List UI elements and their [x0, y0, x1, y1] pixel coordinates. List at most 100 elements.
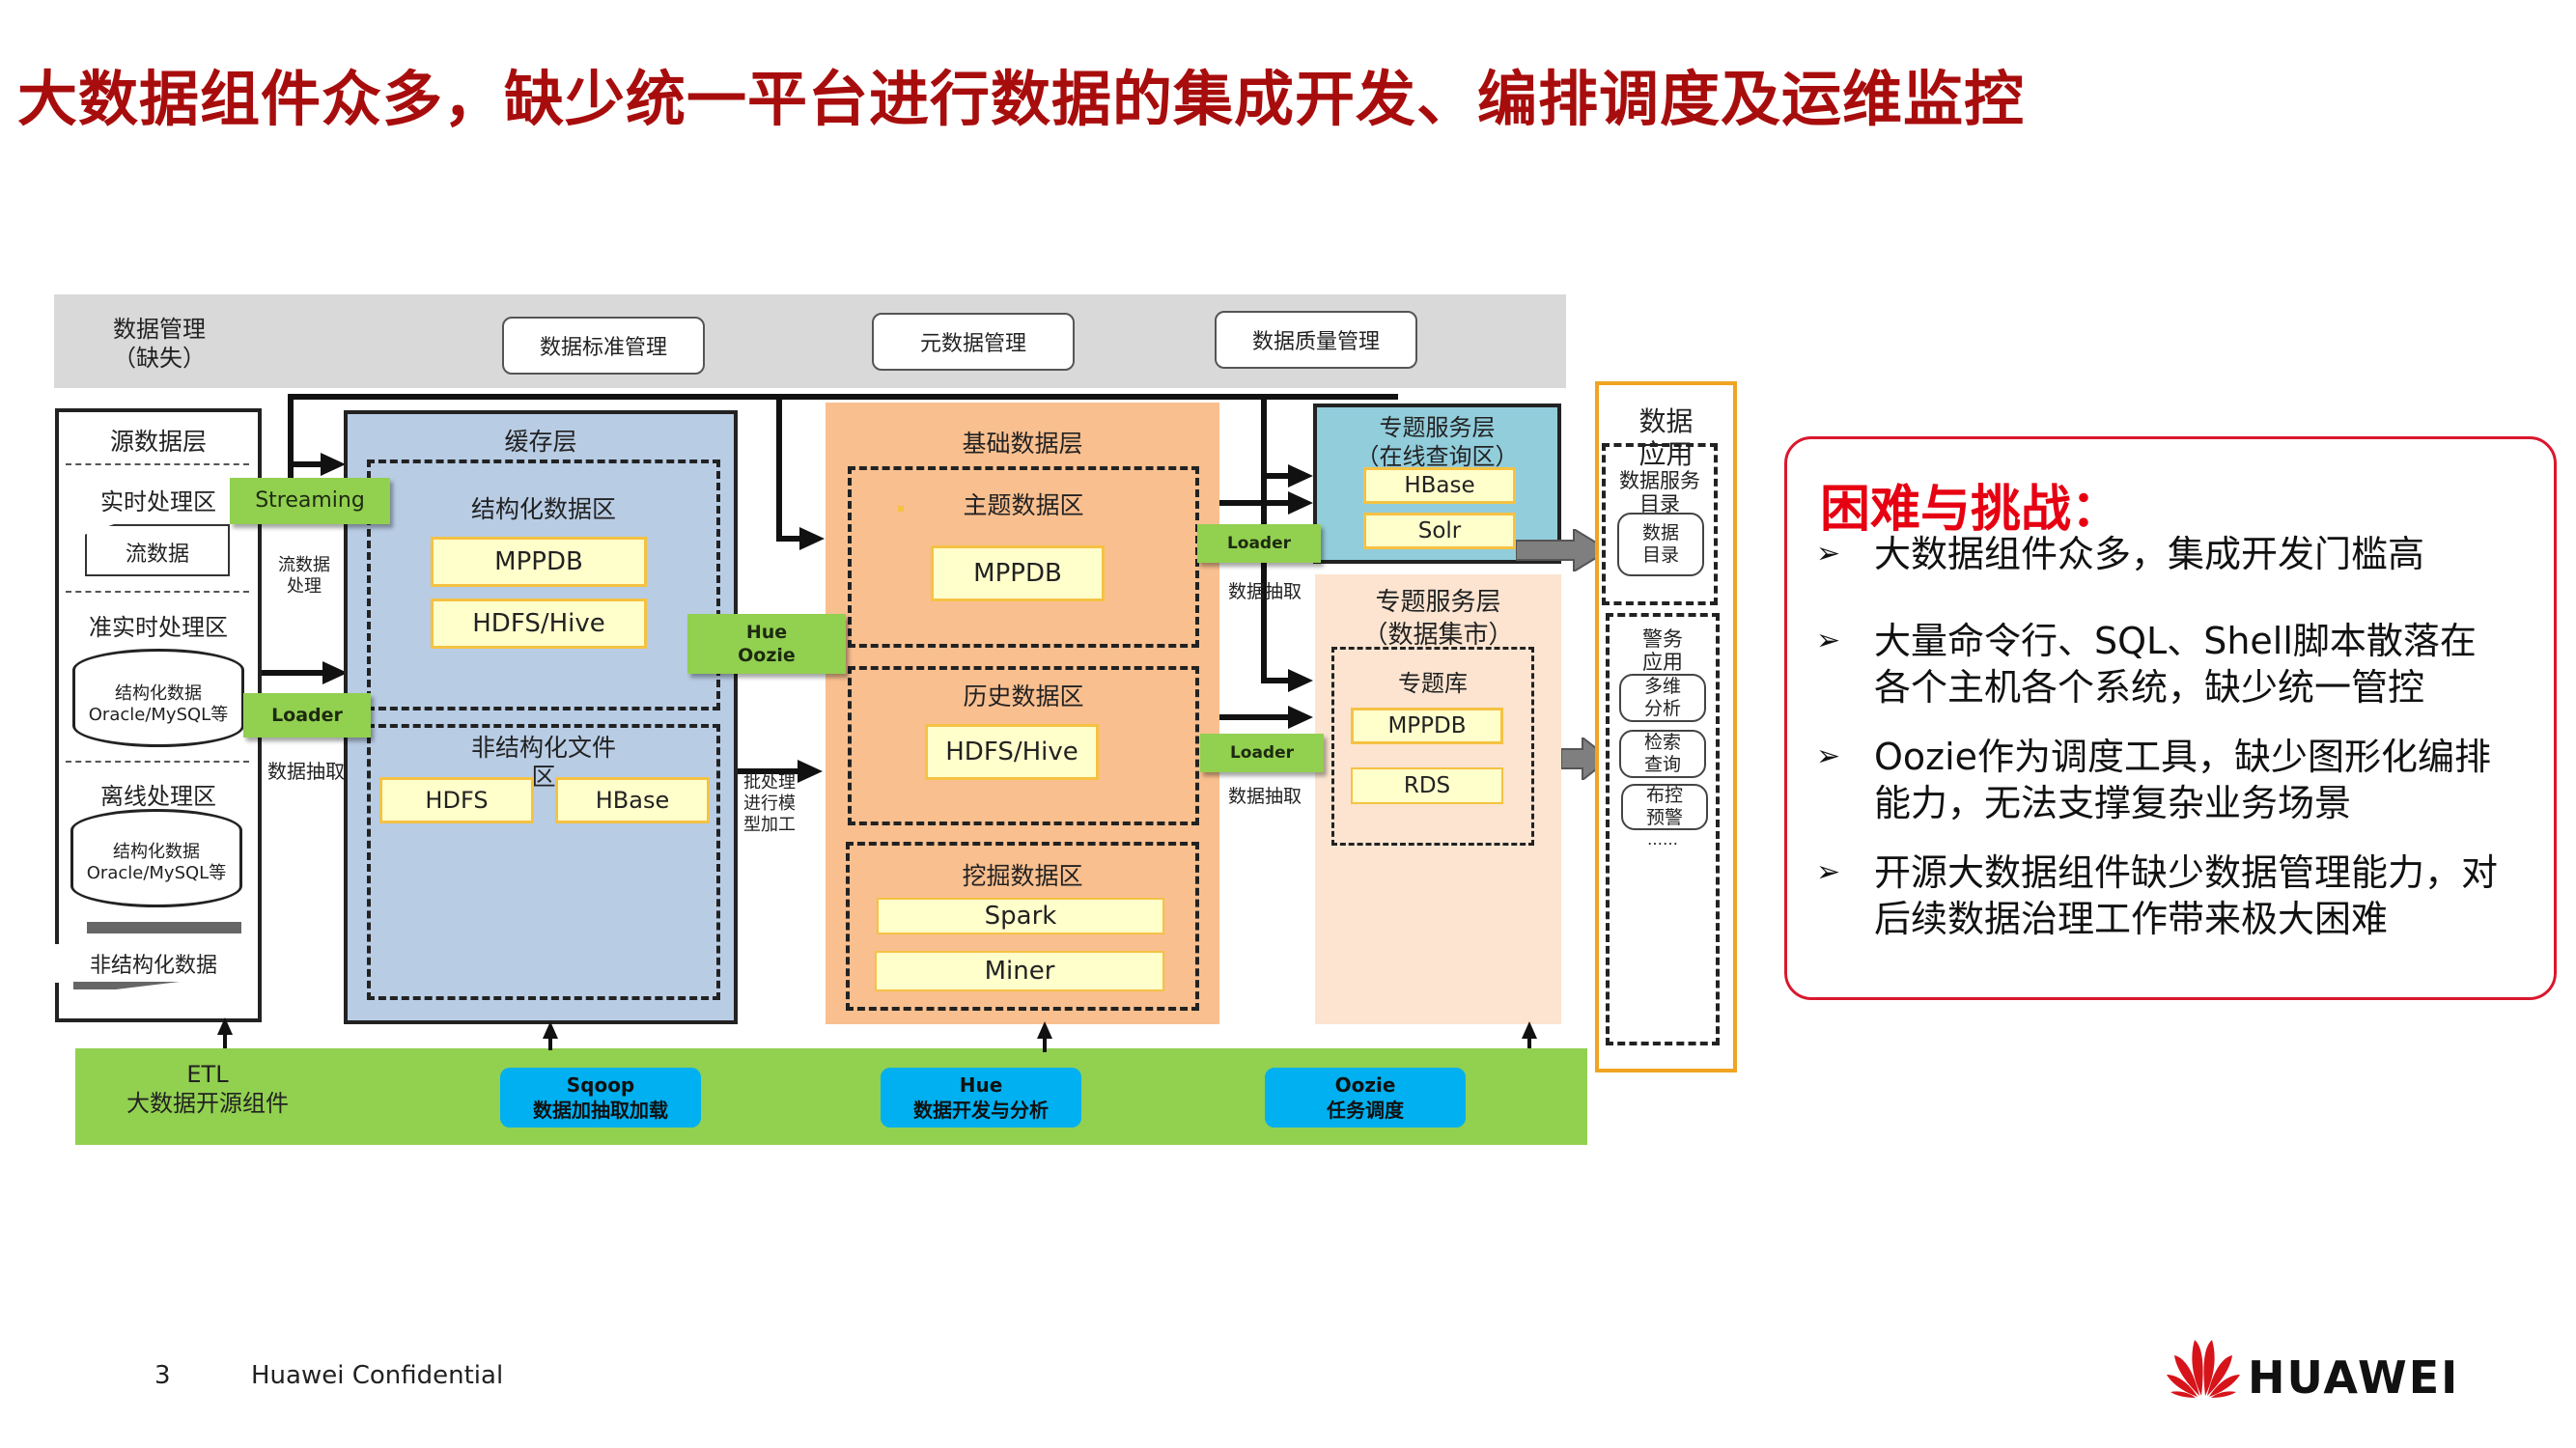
- near-realtime-db-label: 结构化数据 Oracle/MySQL等: [72, 683, 244, 726]
- more-items-ellipsis: ……: [1647, 830, 1678, 849]
- mart-arrow-line-2: [1219, 714, 1292, 720]
- online-solr-box: Solr: [1363, 513, 1516, 549]
- base-top-arrow-line: [776, 536, 805, 542]
- database-cylinder-icon: [70, 809, 242, 907]
- spark-box: Spark: [877, 898, 1164, 934]
- page-number: 3: [154, 1361, 171, 1390]
- topic-db-title: 专题库: [1398, 670, 1468, 697]
- data-management-label: 数据管理 （缺失）: [92, 315, 227, 373]
- sqoop-component: Sqoop 数据加抽取加载: [500, 1068, 701, 1128]
- item-line2: 分析: [1643, 698, 1681, 719]
- loader-arrow-line: [261, 670, 326, 676]
- gray-arrow-right-icon: [1516, 529, 1609, 571]
- data-extract-note: 数据抽取: [1227, 786, 1302, 807]
- title-line1: 专题服务层: [1375, 588, 1501, 617]
- stream-data-label: 流数据: [125, 543, 189, 567]
- catalog-title: 数据服务 目录: [1602, 469, 1718, 515]
- data-catalog-item: 数据目录: [1617, 513, 1704, 576]
- data-application-column: [1595, 381, 1737, 1072]
- item-line1: 多维: [1643, 676, 1681, 697]
- arrowhead-bullet-icon: ➢: [1816, 624, 1841, 657]
- streaming-tag: Streaming: [230, 478, 390, 524]
- title-line1: 警务: [1642, 627, 1683, 651]
- source-layer-title: 源数据层: [109, 428, 207, 456]
- structured-data-zone: [367, 459, 720, 710]
- data-quality-management-box: 数据质量管理: [1215, 311, 1417, 369]
- slide-title: 大数据组件众多，缺少统一平台进行数据的集成开发、编排调度及运维监控: [17, 64, 2026, 134]
- base-layer-title: 基础数据层: [962, 430, 1083, 458]
- note-line1: 批处理: [743, 772, 796, 793]
- structured-zone-title: 结构化数据区: [470, 495, 616, 523]
- component-name: Oozie: [1334, 1073, 1396, 1097]
- title-line2: （在线查询区）: [1356, 443, 1519, 470]
- note-line2: 进行模: [743, 794, 796, 814]
- challenges-title: 困难与挑战：: [1820, 481, 2122, 539]
- data-extract-note: 数据抽取: [1227, 581, 1302, 602]
- cache-hbase-box: HBase: [555, 777, 710, 823]
- item-line1: 数据: [1641, 522, 1679, 543]
- mining-data-zone: [846, 842, 1199, 1011]
- cache-mppdb-box: MPPDB: [431, 537, 647, 587]
- dashed-up-line: [223, 1035, 227, 1048]
- item-line1: Oozie作为调度工具，缺少图形化编排: [1874, 736, 2492, 778]
- left-vertical-line: [288, 394, 294, 490]
- oozie-component: Oozie 任务调度: [1265, 1068, 1466, 1128]
- title-line2: 目录: [1639, 492, 1680, 515]
- label-line1: ETL: [186, 1061, 229, 1088]
- divider: [66, 761, 249, 763]
- title-line1: 专题服务层: [1379, 414, 1496, 441]
- near-realtime-zone-title: 准实时处理区: [89, 614, 228, 641]
- spacer: [898, 506, 904, 512]
- db-label-line1: 结构化数据: [115, 683, 202, 704]
- miner-box: Miner: [875, 951, 1164, 991]
- loader-tag: Loader: [1197, 524, 1321, 563]
- note-line1: 流数据: [278, 555, 330, 575]
- arrow-right-icon: [1288, 669, 1313, 692]
- arrow-right-icon: [322, 661, 348, 684]
- offline-zone-title: 离线处理区: [100, 783, 216, 810]
- history-zone-title: 历史数据区: [963, 682, 1084, 710]
- title-line1: 非结构化文件: [470, 734, 616, 762]
- arrowhead-bullet-icon: ➢: [1816, 855, 1841, 889]
- data-standard-management-box: 数据标准管理: [502, 317, 705, 375]
- base-hdfs-hive-box: HDFS/Hive: [925, 724, 1099, 780]
- batch-processing-note: 批处理 进行模 型加工: [743, 772, 801, 836]
- item-line1: 布控: [1645, 785, 1683, 806]
- offline-db-label: 结构化数据 Oracle/MySQL等: [70, 842, 242, 884]
- component-desc: 数据加抽取加载: [533, 1099, 668, 1122]
- arrow-right-icon: [1288, 491, 1313, 515]
- topic-db-zone: [1331, 647, 1534, 846]
- mart-arrow-line-1: [1261, 678, 1292, 683]
- component-name: Hue: [959, 1073, 1003, 1097]
- confidential-label: Huawei Confidential: [251, 1361, 504, 1390]
- cache-layer-title: 缓存层: [504, 428, 577, 456]
- batch-arrow-line: [738, 768, 798, 774]
- challenge-item: ➢ 开源大数据组件缺少数据管理能力，对后续数据治理工作带来极大困难: [1816, 849, 2498, 942]
- challenges-panel: 困难与挑战： ➢ 大数据组件众多，集成开发门槛高 ➢ 大量命令行、SQL、She…: [1784, 436, 2557, 1000]
- component-desc: 数据开发与分析: [913, 1099, 1049, 1122]
- dm-label-line2: （缺失）: [113, 345, 206, 372]
- stream-data-shape: [85, 524, 230, 576]
- dashed-up-line: [1527, 1039, 1531, 1048]
- divider: [66, 463, 249, 465]
- item-line2: 后续数据治理工作带来极大困难: [1874, 898, 2389, 940]
- arrow-up-icon: [217, 1017, 233, 1035]
- police-app-title: 警务 应用: [1606, 627, 1720, 674]
- loader-tag: Loader: [1200, 734, 1324, 772]
- loader-tag: Loader: [243, 693, 371, 738]
- etl-label: ETL 大数据开源组件: [106, 1060, 309, 1118]
- online-arrow-line-2: [1219, 500, 1292, 506]
- tag-line1: Hue: [745, 622, 788, 643]
- arrowhead-bullet-icon: ➢: [1816, 739, 1841, 773]
- unstructured-data-label: 非结构化数据: [52, 944, 255, 983]
- title-line1: 数据: [1638, 405, 1694, 437]
- cache-hdfs-box: HDFS: [379, 777, 534, 823]
- dm-label-line1: 数据管理: [113, 316, 206, 343]
- cache-top-arrow-line: [288, 461, 326, 467]
- mart-rds-box: RDS: [1351, 767, 1503, 804]
- arrow-right-icon: [1288, 706, 1313, 729]
- top-connector-line: [288, 394, 1398, 400]
- police-app-item: 检索查询: [1619, 730, 1706, 778]
- stream-processing-note: 流数据 处理: [270, 555, 338, 598]
- cache-layer: [344, 410, 738, 1024]
